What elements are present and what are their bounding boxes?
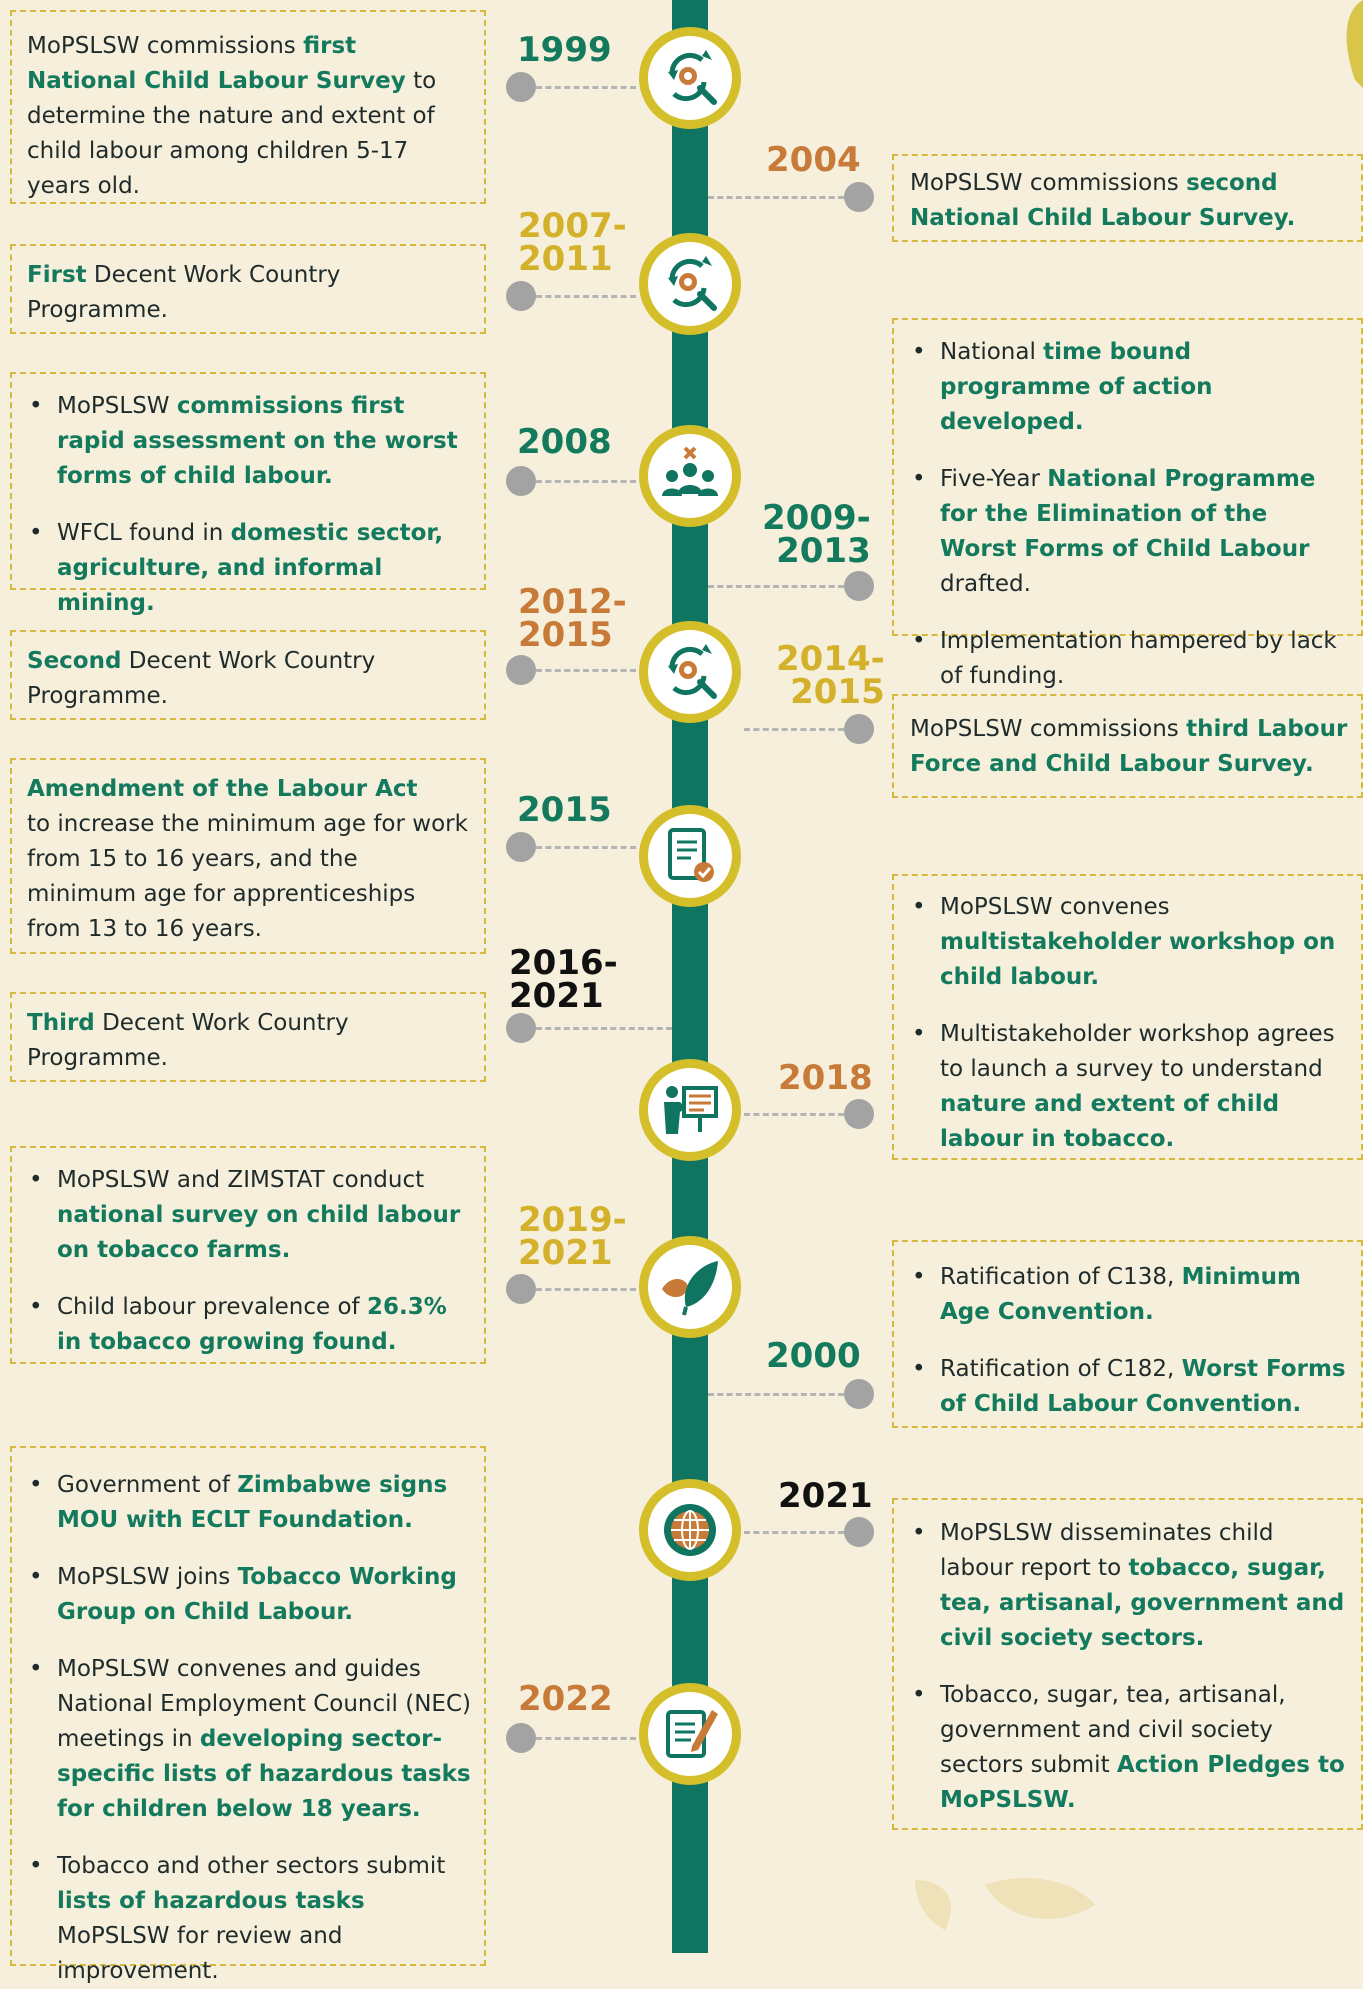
milestone-2008-icon-circle (639, 425, 741, 527)
year-2009-2013: 2009- 2013 (762, 498, 871, 571)
globe-icon (664, 1504, 716, 1556)
list-item: MoPSLSW and ZIMSTAT conduct national sur… (27, 1163, 472, 1268)
milestone-2007-icon-circle (639, 233, 741, 335)
list-item: MoPSLSW commissions first rapid assessme… (27, 389, 472, 494)
document-pen-icon (666, 1710, 718, 1758)
year-2016-2021: 2016- 2021 (509, 943, 618, 1016)
leaves-icon (662, 1261, 718, 1316)
timeline-dot (506, 466, 536, 496)
timeline-dot (844, 182, 874, 212)
milestone-2018-box: MoPSLSW convenes multistakeholder worksh… (892, 874, 1363, 1160)
leaf-decoration-top-icon (1346, 0, 1363, 88)
year-2018: 2018 (778, 1058, 873, 1098)
timeline-dot (506, 655, 536, 685)
timeline-dot (506, 1723, 536, 1753)
people-remove-icon (662, 446, 718, 496)
milestone-2000-box: Ratification of C138, Minimum Age Conven… (892, 1240, 1363, 1428)
milestone-2016-box: Third Decent Work Country Programme. (10, 992, 486, 1082)
year-2022: 2022 (518, 1679, 613, 1719)
milestone-2008-box: MoPSLSW commissions first rapid assessme… (10, 372, 486, 616)
connector-line (708, 1393, 844, 1396)
milestone-2018-icon-circle (639, 1059, 741, 1161)
list-item: Tobacco, sugar, tea, artisanal, governme… (910, 1678, 1353, 1818)
timeline-dot (506, 281, 536, 311)
connector-line (708, 585, 844, 588)
list-item: Ratification of C138, Minimum Age Conven… (910, 1260, 1353, 1330)
presentation-icon (664, 1086, 718, 1134)
connector-line (744, 1113, 844, 1116)
year-2000: 2000 (766, 1336, 861, 1376)
gear-search-icon (668, 644, 717, 699)
connector-line (536, 1027, 672, 1030)
list-item: Five-Year National Programme for the Eli… (910, 462, 1349, 602)
connector-line (536, 846, 636, 849)
milestone-2012-icon-circle (639, 621, 741, 723)
milestone-2007-box: First Decent Work Country Programme. (10, 244, 486, 334)
gear-search-icon (668, 50, 717, 105)
document-check-icon (668, 828, 714, 882)
connector-line (536, 1288, 636, 1291)
list-item: MoPSLSW joins Tobacco Working Group on C… (27, 1560, 472, 1630)
timeline-dot (844, 1379, 874, 1409)
year-2019-2021: 2019- 2021 (518, 1200, 627, 1273)
milestone-2022-icon-circle (639, 1683, 741, 1785)
milestone-2015-icon-circle (639, 805, 741, 907)
milestone-2021-icon-circle (639, 1479, 741, 1581)
connector-line (536, 86, 636, 89)
year-2008: 2008 (517, 422, 612, 462)
timeline-dot (844, 1517, 874, 1547)
milestone-2019-icon-circle (639, 1236, 741, 1338)
connector-line (708, 196, 844, 199)
connector-line (536, 1737, 636, 1740)
year-2014-2015: 2014- 2015 (776, 639, 885, 712)
list-item: Tobacco and other sectors submit lists o… (27, 1849, 472, 1989)
timeline-dot (844, 571, 874, 601)
timeline-dot (506, 832, 536, 862)
timeline-dot (844, 714, 874, 744)
year-2015: 2015 (517, 790, 612, 830)
timeline-dot (506, 72, 536, 102)
connector-line (536, 480, 636, 483)
year-2012-2015: 2012- 2015 (518, 582, 627, 655)
connector-line (536, 295, 636, 298)
list-item: Multistakeholder workshop agrees to laun… (910, 1017, 1353, 1157)
list-item: Child labour prevalence of 26.3% in toba… (27, 1290, 472, 1360)
connector-line (536, 669, 636, 672)
milestone-2012-box: Second Decent Work Country Programme. (10, 630, 486, 720)
milestone-2019-box: MoPSLSW and ZIMSTAT conduct national sur… (10, 1146, 486, 1364)
year-1999: 1999 (517, 30, 612, 70)
list-item: MoPSLSW disseminates child labour report… (910, 1516, 1353, 1656)
list-item: WFCL found in domestic sector, agricultu… (27, 516, 472, 621)
list-item: MoPSLSW convenes and guides National Emp… (27, 1652, 472, 1827)
milestone-1999-box: MoPSLSW commissions first National Child… (10, 10, 486, 204)
list-item: MoPSLSW convenes multistakeholder worksh… (910, 890, 1353, 995)
timeline-dot (506, 1013, 536, 1043)
connector-line (744, 728, 844, 731)
milestone-2014-box: MoPSLSW commissions third Labour Force a… (892, 694, 1363, 798)
timeline-dot (506, 1274, 536, 1304)
year-2007-2011: 2007- 2011 (518, 206, 627, 279)
milestone-2009-box: National time bound programme of action … (892, 318, 1363, 689)
year-2021: 2021 (778, 1476, 873, 1516)
milestone-2022-box: Government of Zimbabwe signs MOU with EC… (10, 1446, 486, 1984)
gear-search-icon (668, 256, 717, 311)
milestone-1999-icon-circle (639, 27, 741, 129)
list-item: Ratification of C182, Worst Forms of Chi… (910, 1352, 1353, 1422)
leaf-decoration-bottom-icon (915, 1877, 1095, 1930)
year-2004: 2004 (766, 140, 861, 180)
connector-line (744, 1531, 844, 1534)
milestone-2004-box: MoPSLSW commissions second National Chil… (892, 154, 1363, 242)
milestone-2021-box: MoPSLSW disseminates child labour report… (892, 1498, 1363, 1830)
list-item: Implementation hampered by lack of fundi… (910, 624, 1349, 694)
timeline-dot (844, 1099, 874, 1129)
list-item: National time bound programme of action … (910, 335, 1349, 440)
list-item: Government of Zimbabwe signs MOU with EC… (27, 1468, 472, 1538)
